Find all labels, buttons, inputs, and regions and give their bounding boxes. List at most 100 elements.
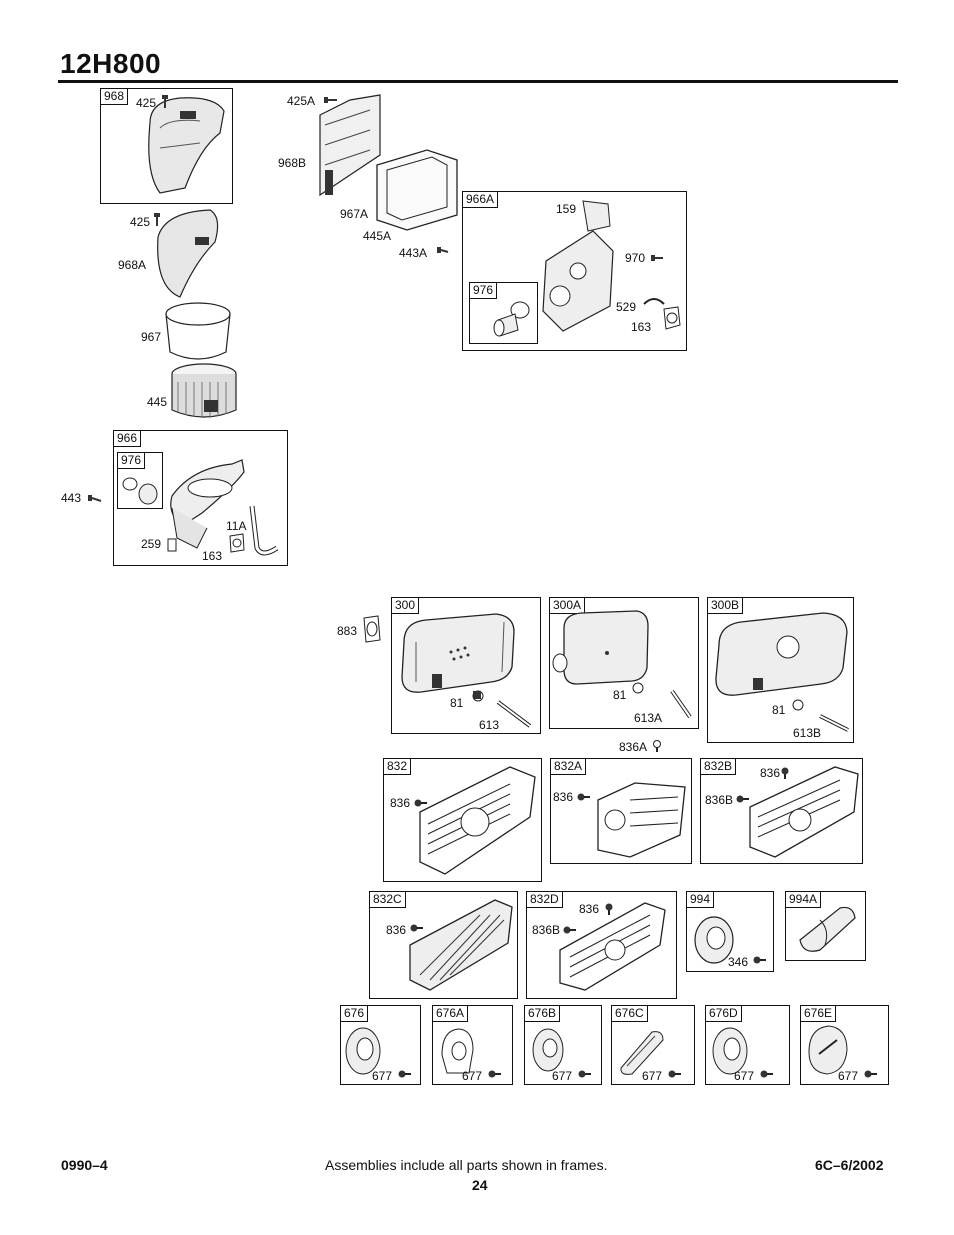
screw-icon xyxy=(760,1070,773,1078)
part-label: 677 xyxy=(552,1069,573,1083)
screw-icon xyxy=(864,1070,877,1078)
muffler-300-illustration xyxy=(401,613,515,693)
frame-tag: 832A xyxy=(551,759,587,775)
frame-tag: 676E xyxy=(801,1006,837,1022)
title-rule xyxy=(58,80,898,83)
screw-icon xyxy=(473,691,481,699)
deflector-676A-illustration xyxy=(441,1028,474,1074)
screw-icon xyxy=(578,1070,591,1078)
clip-259-illustration xyxy=(167,538,177,552)
frame-676C: 676C xyxy=(611,1005,695,1085)
frame-tag: 832D xyxy=(527,892,563,908)
screw-icon xyxy=(437,247,449,253)
part-label: 883 xyxy=(337,624,358,638)
frame-300A: 300A xyxy=(549,597,699,729)
frame-tag: 300B xyxy=(708,598,744,614)
guard-832C-illustration xyxy=(409,899,513,991)
muffler-300B-illustration xyxy=(715,612,848,696)
part-label: 836B xyxy=(705,793,734,807)
part-label: 677 xyxy=(734,1069,755,1083)
part-label: 836 xyxy=(390,796,411,810)
frame-976-inner-b: 976 xyxy=(117,452,163,509)
frame-tag: 676 xyxy=(341,1006,369,1022)
frame-676E: 676E xyxy=(800,1005,889,1085)
elbow-976b-illustration xyxy=(122,477,158,505)
part-label: 677 xyxy=(372,1069,393,1083)
elbow-976-illustration xyxy=(493,301,530,337)
part-label: 677 xyxy=(462,1069,483,1083)
frame-832: 832 xyxy=(383,758,542,882)
screw-icon xyxy=(781,767,789,779)
footer-note: Assemblies include all parts shown in fr… xyxy=(325,1157,608,1173)
frame-tag: 676D xyxy=(706,1006,742,1022)
part-label: 259 xyxy=(141,537,162,551)
frame-tag: 976 xyxy=(470,283,498,299)
part-label: 677 xyxy=(642,1069,663,1083)
guard-832B-illustration xyxy=(749,766,859,858)
screw-icon xyxy=(651,255,663,261)
part-label: 445A xyxy=(363,229,392,243)
screw-icon xyxy=(736,795,749,803)
frame-676D: 676D xyxy=(705,1005,790,1085)
frame-tag: 976 xyxy=(118,453,146,469)
part-label: 159 xyxy=(556,202,577,216)
frame-tag: 832 xyxy=(384,759,412,775)
filter-445-illustration xyxy=(171,363,237,418)
page-title: 12H800 xyxy=(60,48,162,79)
bolt-613B-illustration xyxy=(792,699,849,732)
part-label: 81 xyxy=(613,688,627,702)
part-label: 11A xyxy=(226,519,247,533)
prefilter-967-illustration xyxy=(165,302,231,360)
part-label: 443A xyxy=(399,246,428,260)
screw-icon xyxy=(162,95,168,108)
gasket-883-illustration xyxy=(363,615,381,643)
screw-icon xyxy=(753,956,766,964)
screw-icon xyxy=(577,793,590,801)
guard-832-illustration xyxy=(419,766,536,875)
part-label: 836 xyxy=(553,790,574,804)
page-number: 24 xyxy=(472,1177,488,1193)
part-label: 163 xyxy=(202,549,223,563)
part-label: 968B xyxy=(278,156,307,170)
deflector-676D-illustration xyxy=(712,1027,748,1075)
frame-968: 968 xyxy=(100,88,233,204)
part-label: 529 xyxy=(616,300,637,314)
frame-tag: 994A xyxy=(786,892,822,908)
frame-976-inner-a: 976 xyxy=(469,282,538,344)
cover-968A-illustration xyxy=(157,209,219,298)
part-label: 967 xyxy=(141,330,162,344)
deflector-676-illustration xyxy=(345,1027,381,1075)
frame-994: 994 xyxy=(686,891,774,972)
frame-676: 676 xyxy=(340,1005,421,1085)
part-label: 967A xyxy=(340,207,369,221)
screw-icon xyxy=(488,1070,501,1078)
gasket-163b-illustration xyxy=(229,533,245,553)
frame-832D: 832D xyxy=(526,891,677,999)
frame-tag: 676A xyxy=(433,1006,469,1022)
frame-832B: 832B xyxy=(700,758,863,864)
part-label: 836 xyxy=(760,766,781,780)
part-label: 81 xyxy=(450,696,464,710)
gasket-163-illustration xyxy=(663,306,681,330)
guard-832D-illustration xyxy=(559,902,666,991)
frame-tag: 966 xyxy=(114,431,142,447)
part-label: 163 xyxy=(631,320,652,334)
filter-967A-illustration xyxy=(376,149,458,231)
frame-300B: 300B xyxy=(707,597,854,743)
deflector-994A-illustration xyxy=(799,906,856,952)
frame-tag: 300A xyxy=(550,598,586,614)
part-label: 425 xyxy=(130,215,151,229)
frame-tag: 968 xyxy=(101,89,129,105)
deflector-676C-illustration xyxy=(620,1031,664,1075)
frame-676B: 676B xyxy=(524,1005,602,1085)
frame-832A: 832A xyxy=(550,758,692,864)
bracket-966A-illustration xyxy=(542,200,614,332)
frame-966: 966 xyxy=(113,430,288,566)
part-label: 677 xyxy=(838,1069,859,1083)
frame-300: 300 xyxy=(391,597,541,734)
screw-icon xyxy=(414,799,427,807)
frame-966A: 966A xyxy=(462,191,687,351)
base-966-illustration xyxy=(170,459,279,556)
screw-icon xyxy=(668,1070,681,1078)
screw-icon xyxy=(563,926,576,934)
